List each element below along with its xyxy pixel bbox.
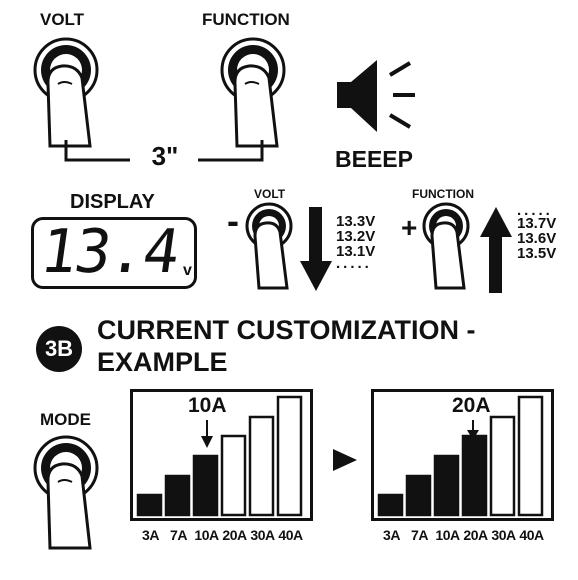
bar-7a [405, 474, 432, 517]
chart-after-pointer-icon [467, 420, 479, 440]
volt-button-press-icon [33, 37, 99, 148]
chart-before-bars [136, 395, 303, 517]
volt-adjust-press-icon [245, 202, 293, 290]
chart-before-callout: 10A [188, 394, 227, 417]
volt-values-list: 13.3V 13.2V 13.1V ..... [336, 213, 376, 272]
speaker-icon [337, 60, 415, 132]
volt-value-1: 13.3V [336, 213, 376, 230]
x-tick-7a: 7A [170, 527, 187, 543]
section-title-line1: CURRENT CUSTOMIZATION - [97, 315, 476, 345]
decrease-sign: - [227, 200, 239, 241]
volt-button-label: VOLT [40, 10, 85, 29]
volt-adjust-label: VOLT [254, 187, 286, 201]
increase-sign: + [401, 212, 418, 243]
bar-3a [377, 493, 404, 517]
bar-40a [276, 395, 303, 517]
x-tick-40a: 40A [519, 527, 544, 543]
x-tick-7a: 7A [411, 527, 428, 543]
bar-7a [164, 474, 191, 517]
current-chart-after [371, 389, 554, 521]
volt-value-2: 13.2V [336, 228, 376, 245]
function-button-label: FUNCTION [202, 10, 290, 29]
function-values-more: ..... [517, 202, 553, 219]
chart-after-bars [377, 395, 544, 517]
x-tick-30a: 30A [250, 527, 275, 543]
function-value-3: 13.5V [517, 245, 557, 262]
mode-button-press-icon [33, 435, 99, 550]
x-tick-10a: 10A [194, 527, 219, 543]
bar-10a [192, 454, 219, 517]
x-tick-3a: 3A [142, 527, 159, 543]
x-tick-10a: 10A [435, 527, 460, 543]
volt-values-more: ..... [336, 255, 372, 272]
bar-30a [248, 415, 275, 517]
lcd-unit: v [183, 262, 192, 279]
play-arrow-icon [333, 449, 357, 471]
display-label: DISPLAY [70, 191, 155, 213]
bar-40a [517, 395, 544, 517]
x-tick-30a: 30A [491, 527, 516, 543]
hold-duration-bracket [64, 140, 264, 162]
x-tick-40a: 40A [278, 527, 303, 543]
mode-button-label: MODE [40, 410, 91, 429]
function-button-press-icon [220, 37, 286, 148]
arrow-up-icon [480, 207, 512, 293]
function-adjust-label: FUNCTION [412, 187, 474, 201]
step-badge: 3B [36, 326, 82, 372]
lcd-reading: 13.4 [36, 217, 183, 287]
lcd-display [31, 217, 197, 289]
bar-10a [433, 454, 460, 517]
section-title-line2: EXAMPLE [97, 347, 228, 377]
volt-value-3: 13.1V [336, 243, 376, 260]
function-adjust-press-icon [422, 202, 470, 290]
bar-3a [136, 493, 163, 517]
x-tick-3a: 3A [383, 527, 400, 543]
function-values-list: ..... 13.7V 13.6V 13.5V [517, 202, 557, 262]
beep-text: BEEEP [335, 146, 413, 172]
function-value-1: 13.7V [517, 215, 557, 232]
current-chart-before [130, 389, 313, 521]
x-tick-20a: 20A [222, 527, 247, 543]
arrow-down-icon [300, 207, 332, 291]
bar-30a [489, 415, 516, 517]
hold-duration-text: 3" [151, 141, 179, 171]
function-value-2: 13.6V [517, 230, 557, 247]
chart-after-callout: 20A [452, 394, 491, 417]
x-tick-20a: 20A [463, 527, 488, 543]
chart-before-pointer-icon [201, 420, 213, 448]
bar-20a [220, 434, 247, 517]
